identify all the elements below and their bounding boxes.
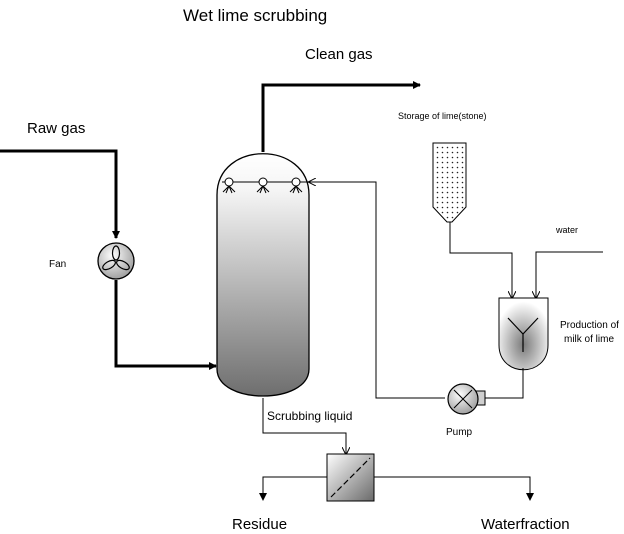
spray-nozzle-icon bbox=[222, 177, 236, 194]
raw-gas-to-scrubber-line bbox=[114, 280, 217, 370]
raw-gas-inlet-line bbox=[0, 149, 120, 239]
waterfraction-line bbox=[374, 476, 534, 501]
production-label-line1: Production of bbox=[560, 320, 619, 331]
lime-storage-silo bbox=[432, 142, 467, 223]
spray-nozzle-icon bbox=[256, 177, 270, 194]
clean-gas-line bbox=[261, 81, 421, 152]
tank-to-pump-line bbox=[484, 368, 524, 399]
scrubbing-liquid-line bbox=[262, 398, 346, 454]
agitator-icon bbox=[507, 317, 539, 352]
waterfraction-label: Waterfraction bbox=[481, 516, 570, 533]
clean-gas-label: Clean gas bbox=[305, 46, 373, 63]
diagram-title: Wet lime scrubbing bbox=[183, 6, 327, 25]
water-feed-line bbox=[536, 251, 603, 298]
fan-icon bbox=[97, 242, 135, 280]
residue-label: Residue bbox=[232, 516, 287, 533]
residue-line bbox=[259, 476, 327, 501]
spray-nozzle-icon bbox=[289, 177, 303, 194]
filter-icon bbox=[326, 453, 375, 502]
production-label-line2: milk of lime bbox=[564, 334, 614, 345]
scrubbing-liquid-label: Scrubbing liquid bbox=[267, 409, 352, 423]
lime-feed-line bbox=[449, 222, 512, 298]
raw-gas-label: Raw gas bbox=[27, 120, 85, 137]
pump-label: Pump bbox=[446, 427, 473, 438]
fan-label: Fan bbox=[49, 259, 66, 270]
scrubber-column bbox=[216, 153, 310, 397]
pump-icon bbox=[447, 383, 486, 415]
water-label: water bbox=[555, 225, 578, 235]
recirculation-line bbox=[309, 182, 445, 399]
storage-label: Storage of lime(stone) bbox=[398, 111, 487, 121]
